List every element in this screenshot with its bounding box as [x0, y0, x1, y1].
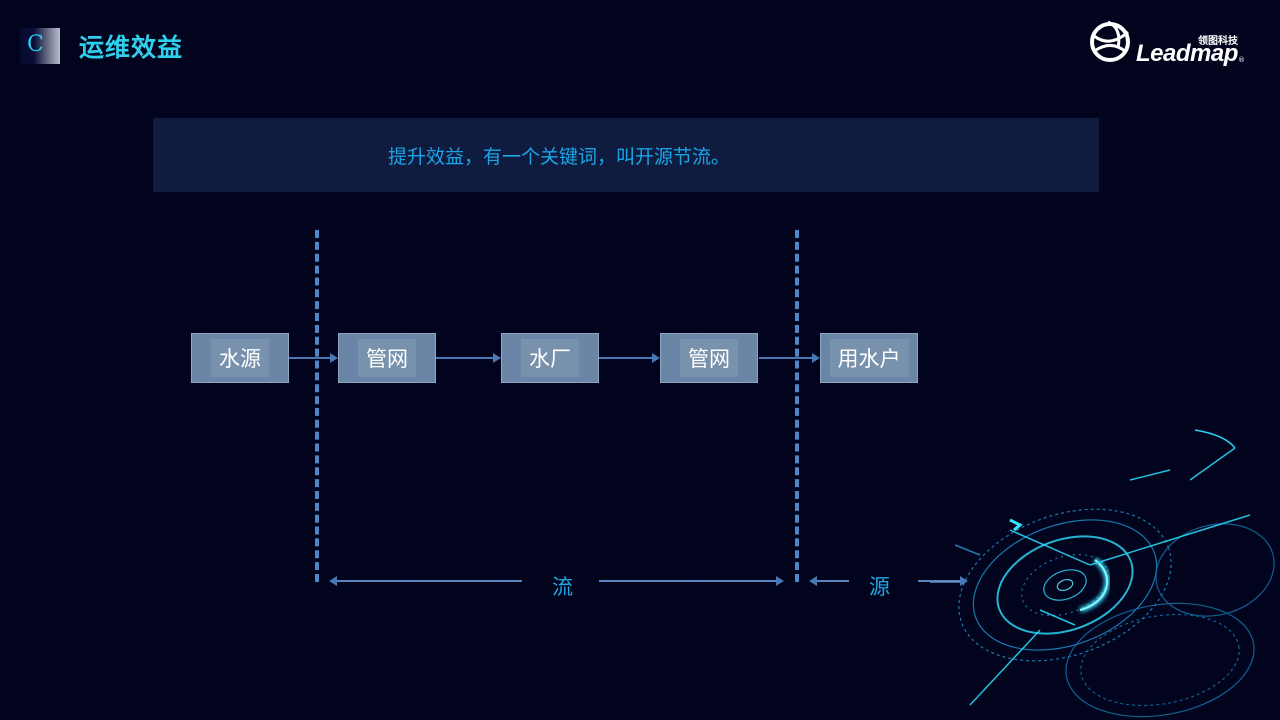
logo-cn-text: 领图科技 [1198, 36, 1238, 47]
arrow-source-to-pipe [289, 353, 338, 363]
section-letter: C [27, 32, 44, 57]
hud-decoration-icon [930, 429, 1275, 718]
node-pipe-network-1: 管网 [338, 333, 436, 383]
arrow-pipe-to-user [759, 353, 820, 363]
node-pipe-network-2: 管网 [660, 333, 758, 383]
node-label: 用水户 [829, 339, 909, 377]
node-water-plant: 水厂 [501, 333, 599, 383]
section-badge: C [20, 28, 60, 64]
company-logo: 领图科技 Leadmap ® [1088, 18, 1248, 68]
node-water-user: 用水户 [820, 333, 918, 383]
source-segment-label: 源 [869, 575, 890, 599]
logo-en-text: Leadmap [1136, 40, 1238, 67]
globe-logo-icon [1090, 20, 1130, 62]
slide-header: C 运维效益 [20, 28, 183, 64]
flow-range-arrow-left [329, 576, 522, 586]
arrow-plant-to-pipe [599, 353, 660, 363]
arrow-pipe-to-plant [436, 353, 501, 363]
flow-range-arrow-right [599, 576, 784, 586]
banner-text: 提升效益，有一个关键词，叫开源节流。 [388, 146, 731, 168]
divider-left [315, 230, 319, 582]
source-range-arrow-right [918, 576, 968, 586]
source-range-arrow-left [809, 576, 849, 586]
divider-right [795, 230, 799, 582]
summary-banner: 提升效益，有一个关键词，叫开源节流。 [153, 118, 1099, 192]
flow-segment-label: 流 [552, 575, 573, 599]
node-label: 水源 [211, 339, 269, 377]
page-title: 运维效益 [79, 33, 184, 62]
node-water-source: 水源 [191, 333, 289, 383]
node-label: 水厂 [521, 339, 579, 377]
node-label: 管网 [680, 339, 738, 377]
node-label: 管网 [358, 339, 416, 377]
registered-mark: ® [1238, 56, 1245, 64]
